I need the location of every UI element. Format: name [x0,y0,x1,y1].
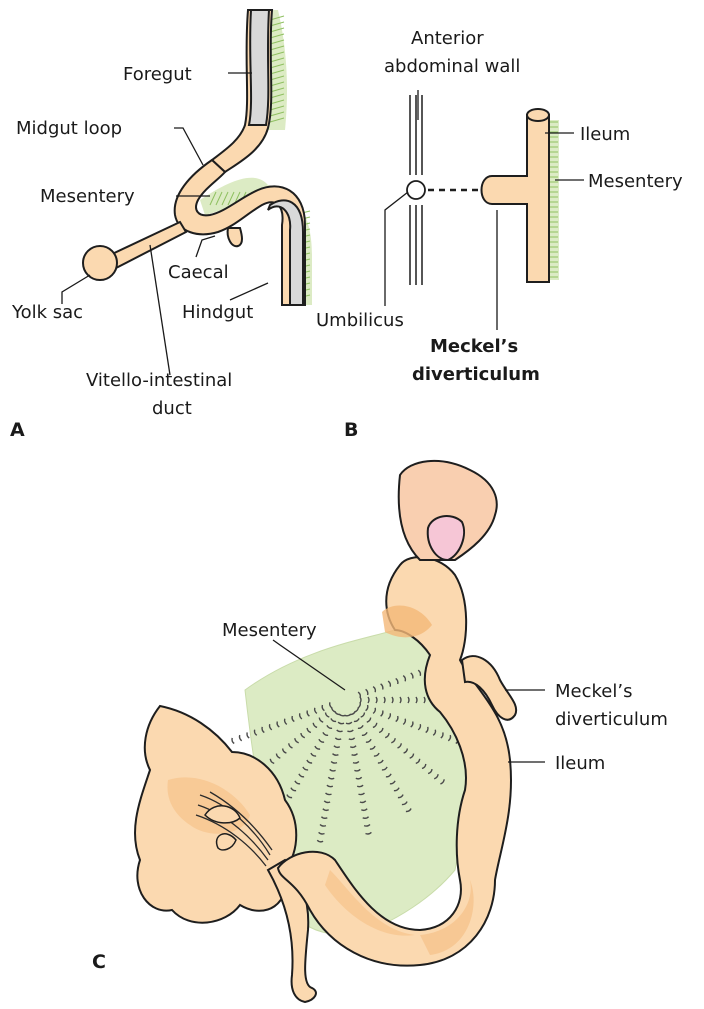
label-hindgut: Hindgut [182,302,253,323]
label-mesentery-b: Mesentery [588,171,683,192]
label-ileum-b: Ileum [580,124,630,145]
caecal-bud [228,228,242,246]
mesentery-vessel-mark [247,732,249,738]
label-umbilicus: Umbilicus [316,310,404,331]
umbilicus [407,181,425,199]
label-meckels-c-line1: Meckel’s [555,681,632,702]
panel-letter-b: B [344,419,358,441]
label-yolk-sac: Yolk sac [11,302,83,323]
mesentery-band-b [549,120,559,280]
label-mesentery-c: Mesentery [222,620,317,641]
panel-letter-a: A [10,419,25,441]
label-meckels-b-line2: diverticulum [412,364,540,385]
ileum-tube [482,115,550,282]
panel-c: Mesentery Meckel’s diverticulum Ileum C [92,461,668,1002]
mesentery-vessel-mark [232,738,234,744]
label-midgut-loop: Midgut loop [16,118,122,139]
label-anterior-line2: abdominal wall [384,56,520,77]
label-meckels-b-line1: Meckel’s [430,336,518,357]
label-ileum-c: Ileum [555,753,605,774]
panel-b: Anterior abdominal wall Ileum Mesentery … [316,28,683,441]
label-vitello-line2: duct [152,398,192,419]
mesentery-vessel-mark [239,735,241,741]
panel-a: Foregut Midgut loop Mesentery Caecal Yol… [10,10,312,441]
panel-letter-c: C [92,951,106,973]
yolk-sac [83,246,117,280]
label-anterior-line1: Anterior [411,28,484,49]
ileum-end [527,109,549,121]
label-meckels-c-line2: diverticulum [555,709,668,730]
label-caecal: Caecal [168,262,229,283]
label-foregut: Foregut [123,64,192,85]
label-vitello-line1: Vitello-intestinal [86,370,232,391]
label-mesentery-a: Mesentery [40,186,135,207]
